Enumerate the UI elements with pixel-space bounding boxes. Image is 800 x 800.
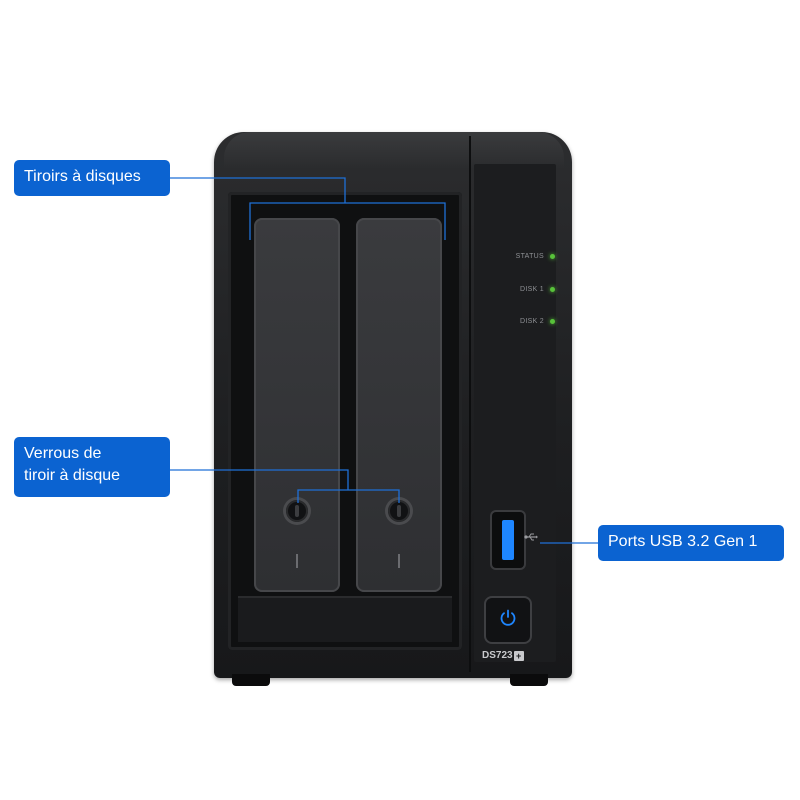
usb-icon xyxy=(524,531,538,545)
chassis-top-highlight xyxy=(224,132,564,168)
chassis-divider xyxy=(469,136,471,672)
chassis-foot-right xyxy=(510,674,548,686)
drive-bay-floor xyxy=(238,596,452,642)
tray-indicator-mark xyxy=(398,554,400,568)
model-name: DS723 xyxy=(482,650,513,661)
model-label: DS723+ xyxy=(482,650,524,661)
status-led-icon xyxy=(550,254,555,259)
callout-drive-trays-text: Tiroirs à disques xyxy=(24,168,141,185)
disk2-led-icon xyxy=(550,319,555,324)
power-icon xyxy=(498,608,518,633)
disk1-led-icon xyxy=(550,287,555,292)
callout-usb-ports-text: Ports USB 3.2 Gen 1 xyxy=(608,533,758,550)
power-button[interactable] xyxy=(486,598,530,642)
tray-lock-icon[interactable] xyxy=(286,500,308,522)
callout-usb-ports: Ports USB 3.2 Gen 1 xyxy=(598,525,784,561)
tray-indicator-mark xyxy=(296,554,298,568)
drive-tray-1[interactable] xyxy=(254,218,340,592)
usb-port-insert xyxy=(502,520,514,560)
callout-drive-trays: Tiroirs à disques xyxy=(14,160,170,196)
callout-tray-locks-line1: Verrous de xyxy=(24,445,102,462)
model-suffix: + xyxy=(513,651,524,661)
led-label-disk1: DISK 1 xyxy=(520,286,544,293)
callout-tray-locks: Verrous de tiroir à disque xyxy=(14,437,170,497)
drive-tray-2[interactable] xyxy=(356,218,442,592)
led-label-status: STATUS xyxy=(515,253,544,260)
front-control-panel xyxy=(474,164,556,662)
callout-tray-locks-line2: tiroir à disque xyxy=(24,467,121,484)
chassis-foot-left xyxy=(232,674,270,686)
tray-lock-icon[interactable] xyxy=(388,500,410,522)
usb-port[interactable] xyxy=(492,512,524,568)
led-label-disk2: DISK 2 xyxy=(520,318,544,325)
